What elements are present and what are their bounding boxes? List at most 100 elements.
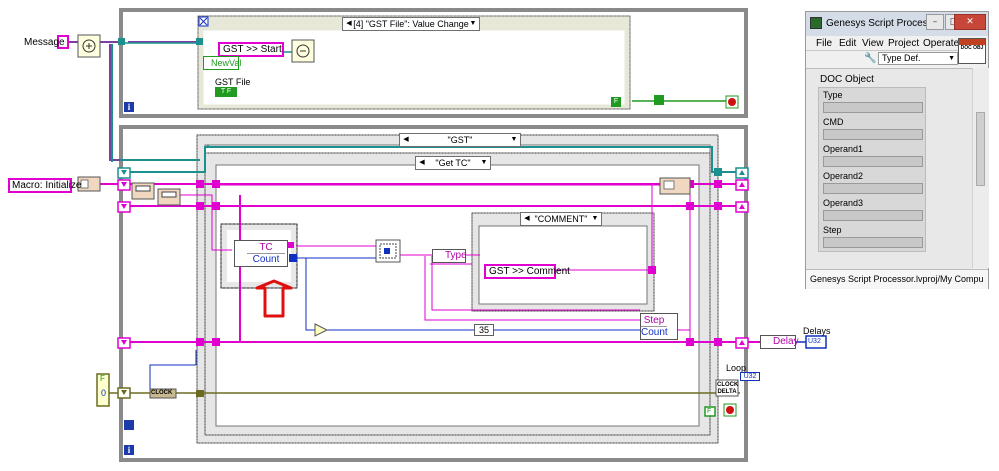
main-while-loop-frame[interactable]: [119, 125, 748, 462]
inner-case-selector[interactable]: ◀ "Get TC" ▼: [415, 156, 491, 170]
delays-indicator: [805, 335, 827, 349]
field-operand3-input[interactable]: [823, 210, 923, 221]
message-label: Message: [24, 37, 65, 48]
message-terminal[interactable]: [57, 35, 69, 49]
field-step-input[interactable]: [823, 237, 923, 248]
top-stop-constant[interactable]: F: [611, 97, 621, 107]
dequeue-icon[interactable]: [77, 34, 101, 58]
gst-comment-indicator: GST >> Comment: [484, 264, 570, 279]
dropdown-arrow-icon[interactable]: ▼: [469, 20, 477, 27]
bool-constant: F: [100, 374, 105, 383]
field-operand3-label: Operand3: [823, 198, 864, 208]
delays-label: Delays: [803, 326, 831, 336]
enqueue-message-icon[interactable]: [659, 177, 691, 195]
index-array-icon[interactable]: [375, 239, 401, 263]
menu-project[interactable]: Project: [888, 38, 920, 49]
status-path: Genesys Script Processor.lvproj/My Compu: [810, 274, 984, 284]
delay-field: Delay: [773, 336, 799, 347]
type-unbundle[interactable]: Type: [432, 249, 467, 263]
type-field: Type: [445, 250, 467, 261]
numeric-constant[interactable]: 35: [474, 324, 494, 336]
numeric-control[interactable]: [96, 373, 110, 407]
dequeue-element-icon[interactable]: [131, 182, 155, 200]
field-type-input[interactable]: [823, 102, 923, 113]
outer-case-decrement-icon[interactable]: ◀: [403, 136, 409, 143]
main-loop-iteration-icon: i: [124, 445, 134, 455]
field-operand1-label: Operand1: [823, 144, 864, 154]
loop-stop-terminal[interactable]: [723, 403, 737, 417]
comment-case-selector[interactable]: ◀ "COMMENT" ▼: [520, 212, 602, 226]
tc-count-unbundle[interactable]: TC Count: [234, 240, 288, 267]
inner-case-dropdown-icon[interactable]: ▼: [480, 159, 488, 166]
comment-case-label: "COMMENT": [534, 214, 588, 224]
count-field: Count: [252, 254, 280, 265]
parse-message-icon[interactable]: [157, 188, 181, 206]
vertical-scrollbar[interactable]: [972, 68, 989, 268]
gst-comment-label: GST >> Comment: [489, 266, 570, 277]
clock-delta-label: CLOCK DELTA: [717, 382, 739, 395]
menu-edit[interactable]: Edit: [839, 38, 857, 49]
close-icon[interactable]: ✕: [954, 14, 986, 30]
wrench-icon[interactable]: 🔧: [864, 53, 877, 64]
status-bar: Genesys Script Processor.lvproj/My Compu: [806, 269, 988, 289]
menu-operate[interactable]: Operate: [923, 38, 960, 49]
stop-button-icon[interactable]: [725, 95, 739, 109]
macro-initialize-label: Macro: Initialize: [12, 180, 82, 191]
doc-object-cluster[interactable]: Type CMD Operand1 Operand2 Operand3 Step: [818, 87, 926, 252]
delays-type: U32: [808, 338, 821, 345]
bundle-count-field: Count: [641, 327, 668, 338]
field-cmd-label: CMD: [823, 117, 844, 127]
comment-case-decrement-icon[interactable]: ◀: [524, 215, 530, 222]
top-while-loop-frame[interactable]: [119, 8, 748, 118]
macro-enqueue-icon[interactable]: [77, 176, 101, 192]
step-field: Step: [643, 315, 665, 326]
field-operand2-input[interactable]: [823, 183, 923, 194]
enqueue-icon[interactable]: [291, 39, 315, 63]
menu-view[interactable]: View: [862, 38, 884, 49]
outer-case-label: "GST": [447, 135, 473, 145]
clock-icon[interactable]: [149, 388, 177, 399]
annotation-arrow-icon: [255, 279, 293, 318]
menu-file[interactable]: File: [816, 38, 833, 49]
minimize-icon[interactable]: –: [926, 14, 944, 30]
gst-start-label: GST >> Start: [223, 44, 282, 55]
typedef-dropdown[interactable]: Type Def. ▼: [878, 52, 958, 65]
increment-icon[interactable]: [314, 323, 329, 337]
numeric-value: 0: [101, 388, 107, 398]
top-loop-iteration-icon: i: [124, 102, 134, 112]
gst-file-label: GST File: [215, 77, 251, 87]
scrollbar-thumb[interactable]: [976, 112, 985, 186]
loop-stop-constant[interactable]: [704, 406, 716, 417]
tc-field: TC: [259, 242, 273, 253]
front-panel-window[interactable]: Genesys Script Proces... – □ ✕ File Edit…: [805, 11, 989, 289]
loop-stop-constant-label: F: [707, 408, 712, 415]
comment-case-dropdown-icon[interactable]: ▼: [591, 215, 599, 222]
field-operand1-input[interactable]: [823, 156, 923, 167]
event-case-selector[interactable]: ◀ [4] "GST File": Value Change ▼: [342, 17, 480, 31]
event-case-label: [4] "GST File": Value Change: [353, 19, 469, 29]
newval-label: NewVal: [211, 58, 242, 68]
doc-obj-icon: DOC OBJ: [958, 38, 986, 64]
loop-indicator: U32: [740, 372, 760, 381]
newval-node[interactable]: NewVal: [203, 56, 242, 70]
gst-file-terminal[interactable]: T F: [215, 87, 237, 97]
decrement-arrow-icon[interactable]: ◀: [346, 20, 352, 27]
macro-initialize-constant[interactable]: Macro: Initialize: [8, 178, 81, 193]
chevron-down-icon[interactable]: ▼: [948, 55, 955, 62]
labview-app-icon: [810, 17, 822, 29]
field-cmd-input[interactable]: [823, 129, 923, 140]
clock-delta-icon[interactable]: [715, 379, 739, 397]
outer-case-selector[interactable]: ◀ "GST" ▼: [399, 133, 521, 147]
step-count-bundle[interactable]: Step Count: [640, 313, 678, 340]
delay-unbundle[interactable]: Delay: [760, 335, 799, 349]
outer-case-dropdown-icon[interactable]: ▼: [510, 136, 518, 143]
gst-start-indicator: GST >> Start: [218, 42, 284, 57]
inner-case-label: "Get TC": [435, 158, 471, 168]
clock-label: CLOCK: [151, 390, 173, 396]
loop-label: Loop: [726, 363, 747, 373]
inner-case-decrement-icon[interactable]: ◀: [419, 159, 425, 166]
window-title: Genesys Script Proces...: [826, 18, 937, 29]
field-type-label: Type: [823, 90, 843, 100]
window-titlebar[interactable]: Genesys Script Proces... – □ ✕: [806, 12, 988, 36]
